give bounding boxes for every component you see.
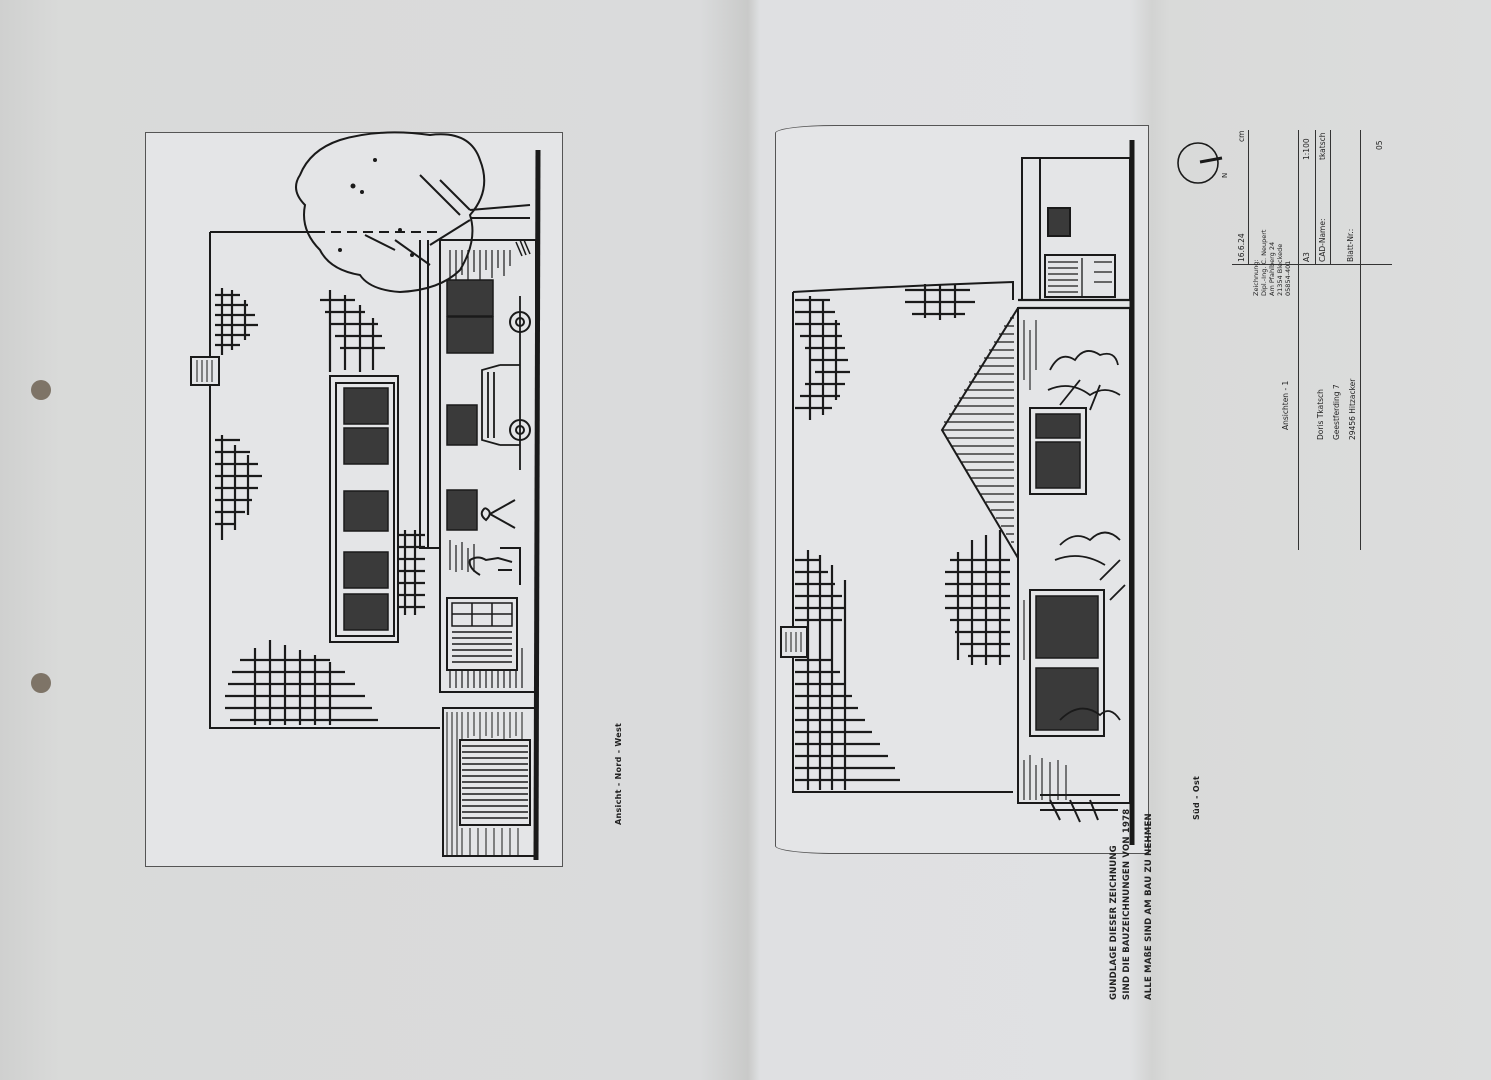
drafter-label: Zeichnung:: [1252, 259, 1260, 296]
client-city: 29456 Hitzacker: [1348, 378, 1357, 440]
title-block-line: [1232, 264, 1392, 265]
date-value: 16.6.24: [1237, 233, 1246, 262]
north-label: N: [1221, 172, 1229, 178]
sheet-label: Blatt-Nr.:: [1346, 228, 1355, 262]
client-street: Geestferding 7: [1332, 384, 1341, 440]
drafter-street: Am Pfahlberg 24: [1268, 241, 1276, 296]
drafter-block: Zeichnung: Dipl.-Ing. C. Neupert Am Pfah…: [1252, 230, 1292, 296]
cad-label: CAD-Name:: [1318, 218, 1327, 262]
client-block: Doris Tkatsch Geestferding 7 29456 Hitza…: [1313, 379, 1361, 440]
drafter-city: 21354 Bleckede: [1276, 243, 1284, 296]
title-block-line: [1248, 130, 1249, 265]
punch-hole: [31, 380, 51, 400]
sheet-value: 05: [1375, 140, 1384, 150]
drafter-name: Dipl.-Ing. C. Neupert: [1260, 229, 1268, 296]
unit-label: cm: [1237, 130, 1246, 142]
drafter-phone: 05854-401: [1284, 260, 1292, 296]
client-name: Doris Tkatsch: [1316, 389, 1325, 440]
scale-value: 1:100: [1302, 138, 1311, 160]
title-block-line: [1360, 130, 1361, 550]
title-block-line: [1315, 130, 1316, 265]
drawing-title: Ansichten - 1: [1281, 380, 1290, 430]
cad-value: tkatsch: [1318, 132, 1327, 160]
title-block-line: [1298, 130, 1299, 550]
punch-hole: [31, 673, 51, 693]
format-value: A3: [1302, 252, 1311, 262]
title-block-line: [1330, 130, 1331, 265]
